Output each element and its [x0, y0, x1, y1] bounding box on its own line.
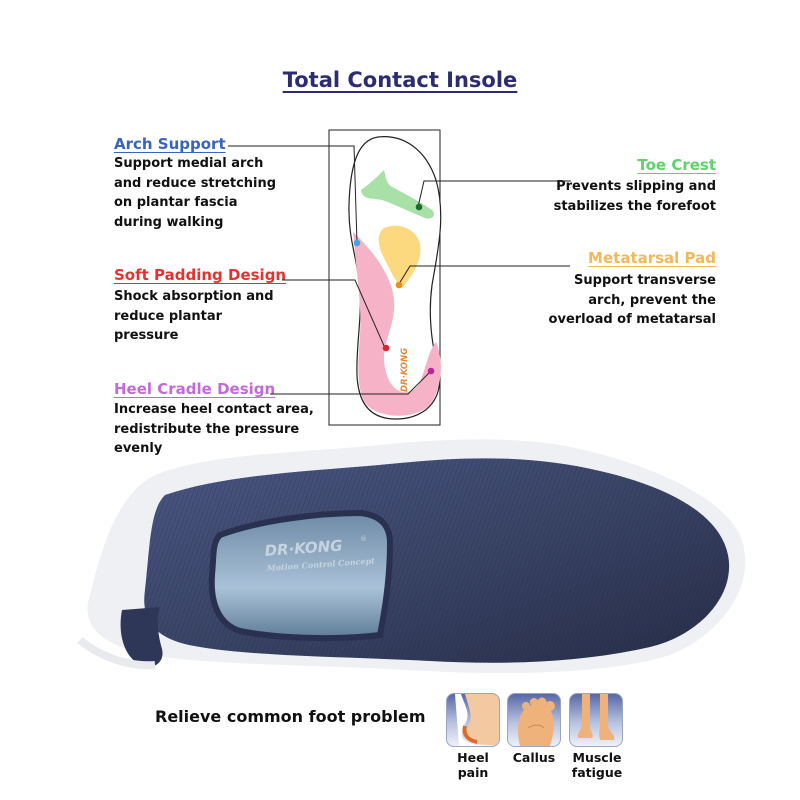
soft-padding-dot — [382, 344, 390, 352]
feature-heading: Toe Crest — [637, 156, 716, 174]
insole-diagram: DR·KONG — [228, 129, 571, 426]
soft-padding-region — [353, 232, 441, 416]
arch-support-dot — [353, 239, 361, 247]
muscle-fatigue-icon — [569, 693, 623, 747]
page-title: Total Contact Insole — [282, 68, 518, 92]
callus-icon — [507, 693, 561, 747]
toe-crest-dot — [415, 203, 423, 211]
shoe-brand-logo: DR·KONG — [264, 537, 343, 560]
feature-heel-cradle: Heel Cradle Design Increase heel contact… — [114, 380, 314, 459]
insole-brand-mark: DR·KONG — [400, 348, 410, 392]
metatarsal-pad-dot — [395, 281, 403, 289]
feature-heading: Soft Padding Design — [114, 266, 287, 284]
feature-heading: Arch Support — [114, 135, 226, 153]
problem-muscle-fatigue: Muscle fatigue — [569, 693, 625, 780]
problem-heel-pain: Heel pain — [446, 693, 500, 780]
feature-heading: Metatarsal Pad — [588, 249, 716, 267]
heel-cradle-dot — [427, 367, 435, 375]
feature-toe-crest: Toe Crest Prevents slipping and stabiliz… — [554, 156, 716, 216]
feature-metatarsal-pad: Metatarsal Pad Support transverse arch, … — [549, 249, 716, 330]
feature-description: Support transverse arch, prevent the ove… — [548, 273, 716, 327]
feature-description: Increase heel contact area, redistribute… — [114, 402, 314, 456]
diagram-frame — [328, 129, 441, 426]
feature-description: Support medial arch and reduce stretchin… — [114, 156, 277, 230]
feature-description: Shock absorption and reduce plantar pres… — [114, 289, 274, 343]
relieve-heading: Relieve common foot problem — [155, 707, 426, 726]
metatarsal-pad-region — [378, 225, 421, 288]
shoe-image: DR·KONG ® Motion Control Concept — [77, 439, 746, 674]
heel-pain-icon — [446, 693, 500, 747]
feature-description: Prevents slipping and stabilizes the for… — [553, 179, 716, 214]
registered-mark: ® — [360, 535, 367, 543]
feature-arch-support: Arch Support Support medial arch and red… — [114, 135, 276, 232]
problem-callus: Callus — [507, 693, 561, 765]
feature-heading: Heel Cradle Design — [114, 380, 276, 398]
feature-soft-padding: Soft Padding Design Shock absorption and… — [114, 266, 286, 346]
